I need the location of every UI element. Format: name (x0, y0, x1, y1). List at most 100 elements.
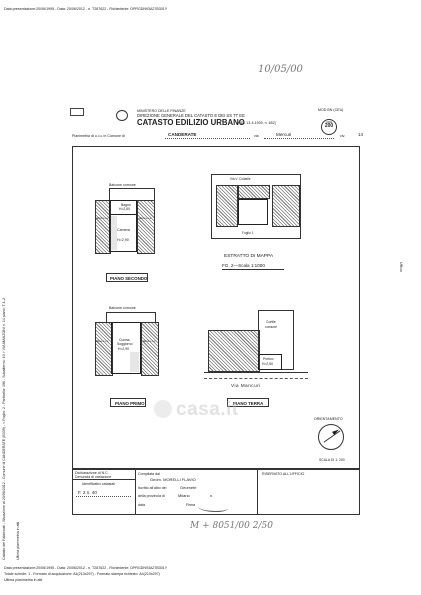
bottom-line-2: Totale schede: 1 - Formato di acquisizio… (4, 572, 160, 576)
first-floor-left-hatch (95, 322, 113, 376)
footer-divider-2 (257, 469, 258, 515)
balcony-top-label: Balcone comune (109, 183, 136, 187)
bedroom-label: Camera (117, 228, 130, 232)
watermark-text: casa.it (176, 399, 239, 420)
header-stamp-box (70, 108, 84, 116)
balcony-top-outline (109, 188, 155, 201)
piano-primo-title-box: PIANO PRIMO (110, 398, 146, 407)
bathroom-wall (109, 214, 137, 215)
iscritto-label: Iscritto all'albo dei (138, 486, 167, 490)
map-extract-scale: FG. 2—Scala 1:1000 (222, 263, 265, 268)
map-parcel-highlight (238, 199, 268, 225)
first-floor-stair (130, 352, 139, 372)
civ-value: 14 (358, 132, 364, 137)
ministry-label: MINISTERO DELLE FINANZE (137, 109, 186, 113)
portico-label: Portico (263, 357, 274, 361)
model-label: MOD BN (CEU) (318, 108, 344, 112)
other-unit-left-second: altra u.i.u. (96, 216, 110, 220)
compilata-label: Compilata dal (138, 472, 160, 476)
numero-label: n. (210, 494, 213, 498)
drawing-frame (72, 146, 360, 469)
comune-value: CANDERATE (168, 132, 197, 137)
denuncia-label: Denuncia di variazione (75, 475, 112, 479)
balcony-mid-outline (106, 312, 156, 323)
dichiarazione-label: Dichiarazione di N.C. (75, 471, 109, 475)
portico-outline (258, 354, 282, 370)
orientation-scale: SCALA DI 1: 200 (319, 458, 345, 462)
map-scale-underline (222, 269, 284, 270)
right-vertical-office: Ufficio (399, 262, 403, 272)
courtyard-label: Cortile (266, 320, 276, 324)
bottom-line-3: Ultima planimetria in atti (4, 578, 43, 582)
handwritten-reference: 10/05/00 (258, 64, 303, 75)
piano-terra-title: PIANO TERRA (233, 400, 264, 406)
map-block-left (216, 185, 238, 227)
second-floor-other-unit-hatch (95, 200, 111, 254)
identificativi-underline (76, 496, 131, 497)
footer-frame (72, 469, 360, 515)
second-floor-unit-outline (109, 200, 137, 252)
bathroom-label: Bagno (121, 203, 131, 207)
living-label: Soggiorno (117, 342, 133, 346)
via-underline (264, 138, 334, 139)
piano-primo-title: PIANO PRIMO (115, 400, 145, 406)
left-vertical-cadastral-info: Catasto dei Fabbricati - Situazione al 2… (2, 297, 6, 560)
riservato-label: RISERVATO ALL'UFFICIO (262, 472, 305, 476)
lire-value: 200 (324, 123, 334, 129)
first-floor-right-hatch (141, 322, 159, 376)
ground-floor-left-hatch (208, 330, 260, 372)
map-sheet-label: Foglio 1 (242, 231, 254, 235)
map-street-label: Via V. Colaelle (230, 177, 251, 181)
balcony-mid-label: Balcone comune (109, 306, 136, 310)
republic-emblem-icon (116, 110, 128, 121)
first-floor-unit-outline (111, 322, 141, 374)
watermark-logo-icon (154, 400, 172, 418)
courtyard-common-label: comune (265, 325, 278, 329)
catasto-title: CATASTO EDILIZIO URBANO (137, 118, 245, 127)
via-value: Mercuri (276, 132, 292, 137)
map-extract-title: ESTRATTO DI MAPPA (224, 254, 274, 259)
bathroom-height: H=2,60 (119, 207, 131, 211)
firma-label: Firma (186, 503, 196, 507)
signature-mark (198, 503, 228, 512)
second-floor-right-hatch (137, 200, 155, 254)
via-label: via (254, 134, 259, 138)
plan-line-prefix: Planimetria di u.i.u. in Comune di (72, 134, 125, 138)
civ-label: civ. (340, 134, 346, 138)
piano-terra-title-box: PIANO TERRA (227, 398, 269, 407)
identificativi-value: F. 2 n. 40 (78, 490, 97, 495)
map-extract-frame: Via V. Colaelle Foglio 1 (211, 174, 301, 239)
street-line-top (204, 372, 308, 373)
portico-height: H=2,50 (262, 362, 274, 366)
tecnico-name: Geom. MORELLI FLAVIO (150, 477, 196, 482)
comune-underline (165, 138, 250, 139)
other-unit-right-first: altra u.i.u. (143, 339, 157, 343)
decree-label: (RDL 13-4-1939, n. 652) (237, 121, 276, 125)
handwritten-bottom-note: M + 8051/00 2/50 (190, 521, 273, 531)
bottom-line-1: Data presentazione:20/06/1995 - Data: 20… (4, 566, 168, 570)
kitchen-label: Cucina (119, 338, 130, 342)
piano-secondo-title-box: PIANO SECONDO (106, 273, 148, 282)
provincia-label: della provincia di (138, 494, 165, 498)
piano-secondo-title: PIANO SECONDO (110, 275, 148, 281)
stamp-duty-seal: LIRE 200 (321, 119, 337, 135)
street-line-bottom (204, 378, 308, 379)
other-unit-right-second: altra u.i.u. (139, 216, 153, 220)
top-submission-line: Data presentazione:20/06/1995 - Data: 20… (4, 7, 168, 11)
identificativi-label: Identificativi catastali (82, 482, 115, 486)
orientation-label: ORIENTAMENTO (314, 417, 343, 421)
geometri-value: Geometri (180, 485, 197, 490)
lire-label: LIRE (325, 120, 333, 124)
second-floor-stair (111, 216, 117, 250)
milano-value: Milano (178, 493, 190, 498)
direction-label: DIREZIONE GENERALE DEL CATASTO E DEI SS … (137, 113, 245, 118)
footer-row-line (72, 479, 135, 480)
map-block-right (272, 185, 300, 227)
data-label: data (138, 503, 145, 507)
other-unit-left-first: altra u.i.u. (96, 339, 110, 343)
bedroom-height: H=2,90 (117, 238, 129, 242)
left-vertical-last-plan: Ultima planimetria in atti (16, 521, 20, 560)
map-block-top (238, 185, 270, 199)
north-arrow-icon (318, 424, 344, 450)
street-label: Via Mancuri (231, 383, 261, 388)
